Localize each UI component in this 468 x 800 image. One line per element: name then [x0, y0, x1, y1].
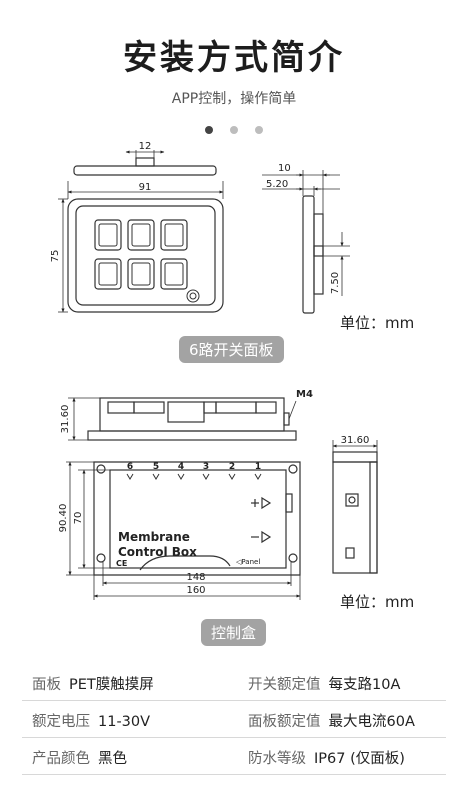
box-terminal-mark	[202, 473, 210, 480]
box-unit-label: 单位：mm	[340, 593, 415, 611]
box-plus-icon	[251, 496, 272, 510]
dim-box-outer-height: 90.40	[58, 504, 69, 533]
dim-box-top-height: 31.60	[60, 405, 71, 434]
dim-panel-height: 75	[50, 250, 61, 263]
box-channel-label: 6	[127, 462, 133, 472]
spec-label: 额定电压	[32, 714, 90, 730]
box-front-view	[93, 461, 301, 576]
box-terminal-marks	[126, 473, 262, 480]
box-terminal-mark	[152, 473, 160, 480]
box-terminal-mark	[228, 473, 236, 480]
spec-label: 防水等级	[248, 751, 306, 767]
box-terminal-mark	[254, 473, 262, 480]
box-panel-mark: ◁Panel	[236, 558, 260, 566]
spec-value: 11-30V	[98, 714, 151, 730]
spec-label: 面板	[32, 677, 61, 693]
box-side-view	[332, 451, 378, 574]
box-channel-label: 1	[255, 462, 261, 472]
panel-key-6	[160, 258, 188, 290]
panel-key-4	[94, 258, 122, 290]
box-channel-label: 2	[229, 462, 235, 472]
dim-box-outer-width: 160	[186, 585, 205, 596]
panel-top-view	[73, 150, 217, 176]
dim-panel-width: 91	[139, 182, 152, 193]
panel-caption: 6路开关面板	[179, 336, 284, 363]
dim-box-side-depth: 31.60	[341, 435, 370, 446]
page-title: 安装方式简介	[123, 38, 345, 78]
box-terminal-mark	[126, 473, 134, 480]
dim-side-depth: 5.20	[266, 179, 288, 190]
spec-row: 产品颜色黑色 防水等级 IP67 (仅面板)	[22, 738, 446, 775]
carousel-dots	[0, 119, 468, 138]
dim-box-inner-height: 70	[73, 512, 84, 525]
panel-key-5	[127, 258, 155, 290]
box-channel-label: 3	[203, 462, 209, 472]
panel-front-view	[67, 198, 224, 313]
carousel-dot-3[interactable]	[255, 126, 264, 134]
box-caption: 控制盒	[201, 619, 267, 646]
panel-logo-icon	[186, 289, 200, 303]
spec-value: 黑色	[98, 751, 127, 767]
box-channel-labels: 6 5 4 3 2 1	[127, 462, 261, 472]
spec-label: 开关额定值	[248, 677, 321, 693]
panel-button-grid	[94, 219, 188, 290]
box-ce-mark: CE	[116, 559, 127, 568]
carousel-dot-2[interactable]	[230, 126, 238, 134]
box-terminal-mark	[177, 473, 185, 480]
dim-side-thickness: 10	[278, 163, 291, 174]
carousel-dot-1[interactable]	[204, 126, 213, 134]
spec-label: 面板额定值	[248, 714, 321, 730]
page-subtitle: APP控制，操作简单	[171, 91, 297, 107]
panel-key-1	[94, 219, 122, 251]
spec-label: 产品颜色	[32, 751, 90, 767]
box-channel-label: 4	[178, 462, 184, 472]
dim-box-inner-width: 148	[186, 572, 205, 583]
spec-row: 额定电压 11-30V 面板额定值最大电流60A	[22, 701, 446, 738]
panel-side-view	[302, 195, 324, 314]
panel-key-2	[127, 219, 155, 251]
spec-value: 最大电流60A	[328, 714, 415, 730]
dim-tab-width: 12	[139, 141, 152, 152]
spec-value: IP67 (仅面板)	[314, 751, 405, 767]
spec-value: PET膜触摸屏	[69, 677, 154, 693]
box-minus-icon	[251, 530, 272, 544]
box-channel-label: 5	[153, 462, 159, 472]
dim-side-offset: 7.50	[330, 272, 341, 294]
box-top-view	[87, 397, 297, 441]
spec-value: 每支路10A	[328, 677, 401, 693]
box-label-control-box: Control Box	[118, 545, 197, 559]
panel-key-3	[160, 219, 188, 251]
box-label-membrane: Membrane	[118, 530, 190, 544]
dim-screw-m4: M4	[296, 389, 313, 400]
spec-row: 面板 PET膜触摸屏 开关额定值每支路10A	[22, 664, 446, 701]
panel-unit-label: 单位：mm	[340, 314, 415, 332]
